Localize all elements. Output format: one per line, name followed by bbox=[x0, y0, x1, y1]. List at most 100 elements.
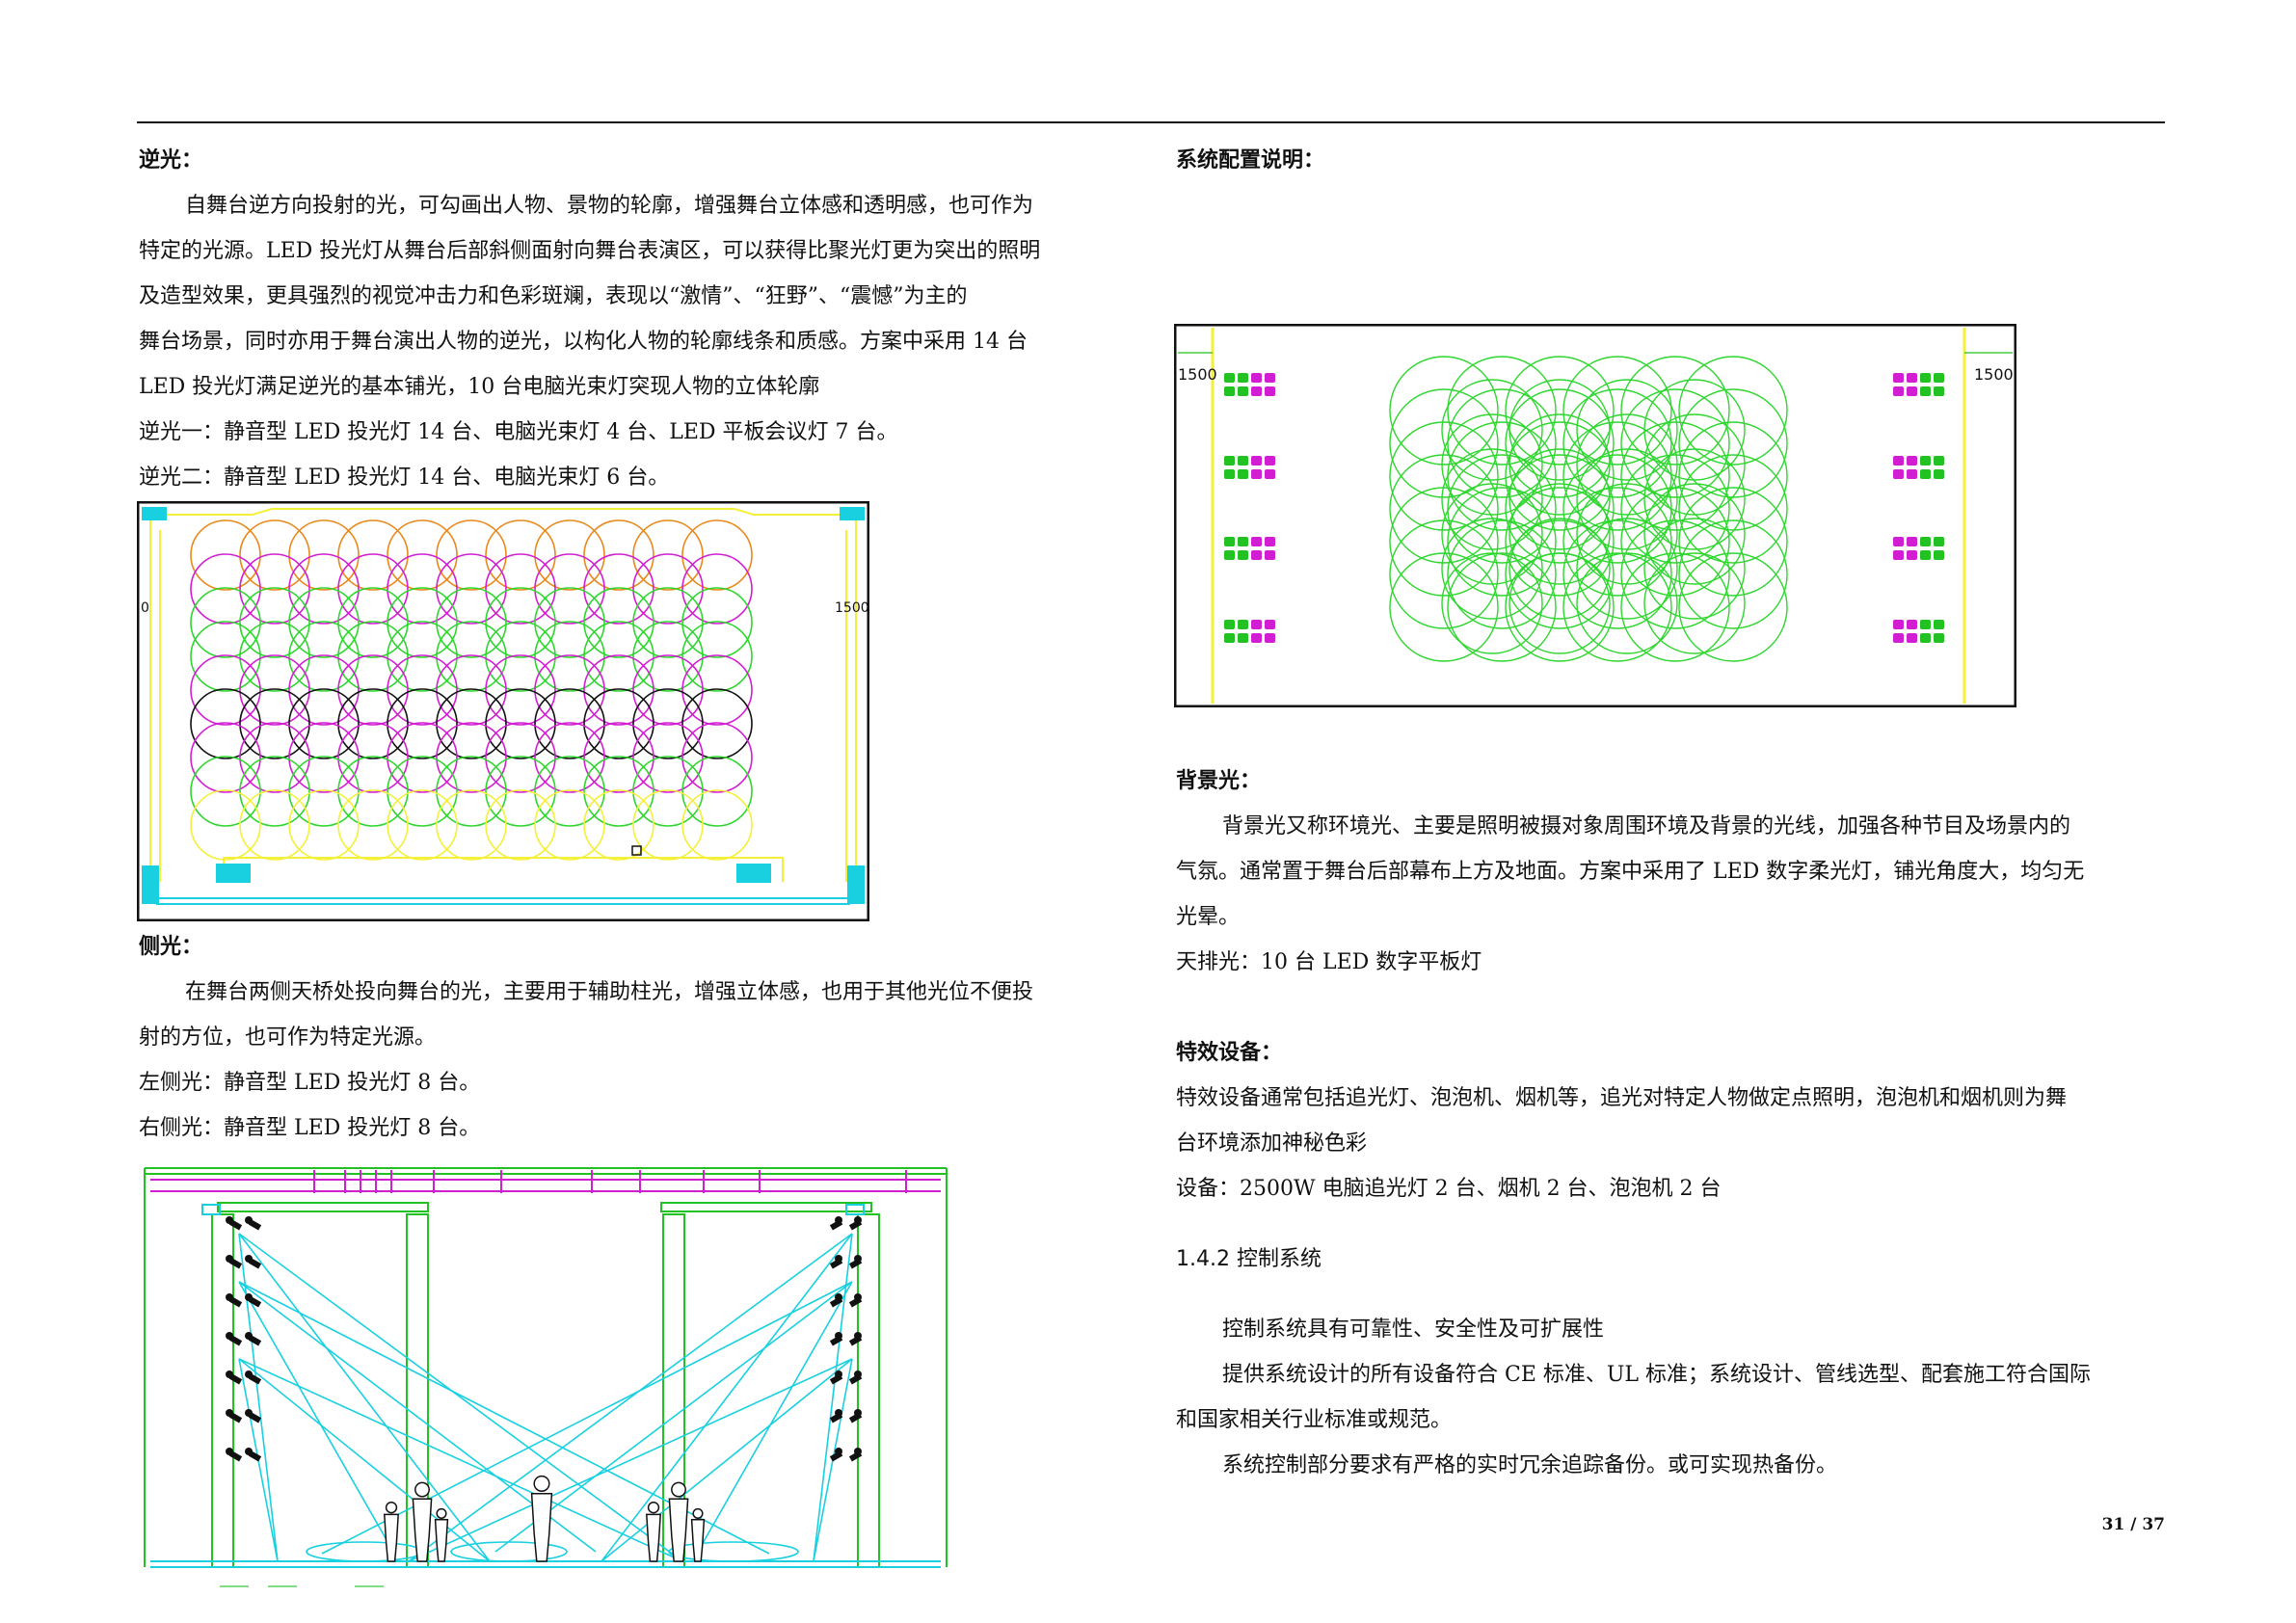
control-paragraph: 控制系统具有可靠性、安全性及可扩展性 提供系统设计的所有设备符合 CE 标准、U… bbox=[1176, 1307, 2169, 1488]
plan-fixture-icon bbox=[1934, 537, 1944, 546]
background-line: 背景光又称环境光、主要是照明被摄对象周围环境及背景的光线，加强各种节目及场景内的 bbox=[1222, 814, 2071, 838]
plan-beam-circle bbox=[1389, 421, 1499, 531]
beam-footprint-circle bbox=[485, 789, 556, 861]
beam-footprint-circle bbox=[288, 688, 360, 759]
beam-footprint-circle bbox=[239, 789, 310, 861]
beam-footprint-circle bbox=[288, 621, 360, 692]
plan-fixture-icon bbox=[1934, 550, 1944, 560]
spotlight-fixture-icon bbox=[245, 1255, 262, 1269]
beam-footprint-circle bbox=[239, 519, 310, 591]
beam-footprint-circle bbox=[239, 688, 310, 759]
sidelight-heading: 侧光： bbox=[139, 935, 203, 959]
plan-fixture-icon bbox=[1934, 373, 1944, 383]
beam-footprint-circle bbox=[534, 621, 605, 692]
plan-beam-circle bbox=[1441, 379, 1543, 481]
sidelight-paragraph: 在舞台两侧天桥处投向舞台的光，主要用于辅助柱光，增强立体感，也用于其他光位不便投… bbox=[139, 970, 1122, 1151]
beam-footprint-circle bbox=[485, 756, 556, 827]
spotlight-fixture-icon bbox=[848, 1332, 863, 1346]
beam-footprint-circle bbox=[239, 621, 310, 692]
backlight-fig-label: 0 bbox=[141, 600, 149, 616]
plan-fixture-icon bbox=[1224, 386, 1235, 396]
beam-footprint-circle bbox=[681, 553, 753, 625]
background-light-paragraph: 背景光又称环境光、主要是照明被摄对象周围环境及背景的光线，加强各种节目及场景内的… bbox=[1176, 804, 2169, 985]
plan-beam-circle bbox=[1508, 483, 1611, 585]
beam-footprint-circle bbox=[534, 553, 605, 625]
beam-footprint-circle bbox=[632, 688, 704, 759]
corner-block-icon bbox=[847, 865, 865, 904]
beam-footprint-circle bbox=[190, 587, 261, 658]
spotlight-fixture-icon bbox=[829, 1216, 843, 1231]
beam-footprint-circle bbox=[387, 722, 458, 793]
beam-footprint-circle bbox=[632, 587, 704, 658]
plan-fixture-icon bbox=[1265, 386, 1275, 396]
beam-footprint-circle bbox=[583, 587, 654, 658]
plan-beam-circle bbox=[1389, 388, 1499, 498]
background-line: 天排光：10 台 LED 数字平板灯 bbox=[1176, 950, 1482, 974]
plan-fixture-icon bbox=[1238, 550, 1248, 560]
control-line: 系统控制部分要求有严格的实时冗余追踪备份。或可实现热备份。 bbox=[1222, 1453, 1838, 1477]
spotlight-fixture-icon bbox=[226, 1370, 243, 1385]
plan-beam-circle bbox=[1389, 356, 1499, 466]
spotlight-fixture-icon bbox=[226, 1216, 243, 1231]
plan-beam-circle bbox=[1441, 483, 1543, 585]
plan-fixture-icon bbox=[1893, 620, 1904, 629]
backlight-heading: 逆光： bbox=[139, 148, 203, 173]
sidelight-line: 在舞台两侧天桥处投向舞台的光，主要用于辅助柱光，增强立体感，也用于其他光位不便投 bbox=[185, 980, 1034, 1004]
plan-beam-circle bbox=[1643, 379, 1746, 481]
plan-fixture-icon bbox=[1238, 633, 1248, 643]
beam-footprint-circle bbox=[485, 722, 556, 793]
backlight-line: 及造型效果，更具强烈的视觉冲击力和色彩斑斓，表现以“激情”、“狂野”、“震憾”为… bbox=[139, 284, 968, 308]
spotlight-fixture-icon bbox=[226, 1409, 243, 1423]
plan-fixture-icon bbox=[1265, 620, 1275, 629]
plan-fixture-icon bbox=[1224, 373, 1235, 383]
performer-figure-icon bbox=[434, 1507, 449, 1562]
plan-fixture-icon bbox=[1893, 537, 1904, 546]
plan-fixture-icon bbox=[1251, 620, 1262, 629]
plan-beam-circle bbox=[1562, 388, 1672, 498]
spotlight-fixture-icon bbox=[829, 1293, 843, 1308]
background-line: 气氛。通常置于舞台后部幕布上方及地面。方案中采用了 LED 数字柔光灯，铺光角度… bbox=[1176, 860, 2085, 884]
plan-beam-circle bbox=[1576, 552, 1678, 654]
corner-block-icon bbox=[216, 864, 251, 883]
plan-beam-circle bbox=[1508, 379, 1611, 481]
plan-beam-circle bbox=[1678, 487, 1788, 597]
corner-block-icon bbox=[142, 865, 159, 904]
spotlight-fixture-icon bbox=[245, 1216, 262, 1231]
spotlight-fixture-icon bbox=[829, 1448, 843, 1462]
beam-footprint-circle bbox=[387, 756, 458, 827]
performer-figure-icon bbox=[384, 1502, 399, 1562]
beam-footprint-circle bbox=[436, 587, 507, 658]
spotlight-fixture-icon bbox=[245, 1409, 262, 1423]
beam-footprint-circle bbox=[485, 553, 556, 625]
spotlight-fixture-icon bbox=[245, 1293, 262, 1308]
beam-footprint-circle bbox=[190, 722, 261, 793]
plan-beam-circle bbox=[1505, 356, 1615, 466]
plan-beam-circle bbox=[1562, 487, 1672, 597]
plan-fixture-icon bbox=[1224, 469, 1235, 479]
plan-fixture-icon bbox=[1920, 550, 1931, 560]
config-heading: 系统配置说明： bbox=[1176, 148, 1325, 173]
plan-beam-circle bbox=[1505, 454, 1615, 564]
plan-beam-circle bbox=[1447, 388, 1557, 498]
beam-footprint-circle bbox=[534, 688, 605, 759]
plan-beam-circle bbox=[1562, 356, 1672, 466]
backlight-line: 舞台场景，同时亦用于舞台演出人物的逆光，以构化人物的轮廓线条和质感。方案中采用 … bbox=[139, 330, 1028, 354]
beam-footprint-circle bbox=[337, 587, 409, 658]
beam-footprint-circle bbox=[485, 688, 556, 759]
spotlight-fixture-icon bbox=[245, 1448, 262, 1462]
beam-footprint-circle bbox=[190, 756, 261, 827]
plan-fixture-icon bbox=[1265, 373, 1275, 383]
beam-footprint-circle bbox=[681, 519, 753, 591]
beam-footprint-circle bbox=[190, 519, 261, 591]
plan-fixture-icon bbox=[1920, 469, 1931, 479]
plan-beam-circle bbox=[1576, 379, 1678, 481]
plan-beam-circle bbox=[1441, 448, 1543, 550]
plan-beam-circle bbox=[1643, 413, 1746, 516]
plan-fixture-icon bbox=[1265, 537, 1275, 546]
beam-footprint-circle bbox=[436, 621, 507, 692]
beam-footprint-circle bbox=[436, 789, 507, 861]
beam-footprint-circle bbox=[239, 587, 310, 658]
beam-footprint-circle bbox=[337, 553, 409, 625]
plan-beam-circle bbox=[1576, 448, 1678, 550]
beam-footprint-circle bbox=[583, 756, 654, 827]
